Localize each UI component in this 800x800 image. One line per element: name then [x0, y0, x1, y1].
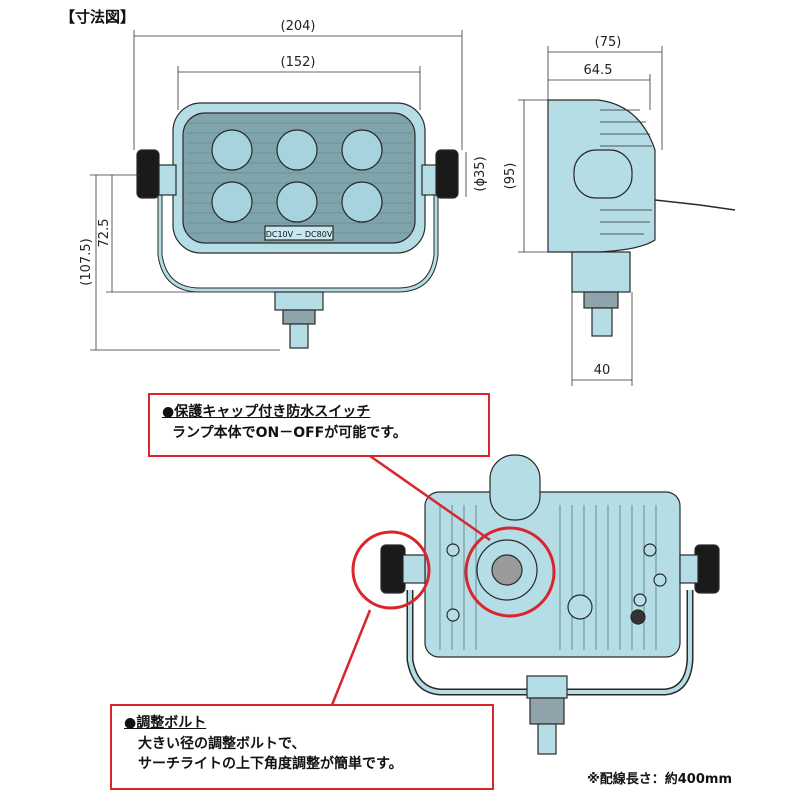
side-nut — [583, 291, 619, 309]
dim-width-overall: (204) — [281, 19, 316, 34]
mount-bolt — [289, 323, 309, 349]
led-lens — [211, 181, 253, 223]
indicator — [630, 609, 646, 625]
rear-bolt — [537, 723, 557, 755]
section-title: 【寸法図】 — [60, 8, 136, 26]
front-dimensions — [90, 30, 467, 351]
mount-nut — [282, 309, 316, 325]
mount-base — [274, 291, 324, 311]
screw — [446, 543, 460, 557]
rear-knob-stem-right — [679, 554, 699, 584]
rear-mount — [526, 675, 568, 699]
led-lens — [276, 129, 318, 171]
dim-height-overall: (107.5) — [79, 238, 94, 285]
dim-base-width: 40 — [594, 363, 611, 378]
screw — [643, 543, 657, 557]
rear-screws — [446, 543, 667, 622]
wiring-note: ※配線長さ：約400mm — [587, 772, 732, 787]
dim-side-height: (95) — [503, 163, 518, 190]
pointer-bolt — [328, 609, 372, 711]
switch-button — [491, 554, 523, 586]
switch-cap — [489, 454, 541, 521]
switch-highlight — [464, 526, 556, 618]
rear-knob-stem-left — [402, 554, 426, 584]
callout-switch-heading: ●保護キャップ付き防水スイッチ — [162, 404, 371, 420]
side-knob — [573, 149, 633, 199]
callout-bolt-line-1: 大きい径の調整ボルトで、 — [138, 736, 306, 752]
dim-side-depth-total: (75) — [595, 35, 622, 50]
led-lenses — [211, 129, 383, 223]
screw — [633, 593, 647, 607]
cable-gland — [567, 594, 593, 620]
dim-width-lens: (152) — [281, 55, 316, 70]
callout-switch-line: ランプ本体でON－OFFが可能です。 — [172, 425, 407, 441]
rear-fins — [439, 505, 657, 650]
side-view — [547, 99, 736, 337]
side-mount — [571, 251, 631, 293]
dim-height-mount: 72.5 — [97, 219, 112, 248]
callout-switch: ●保護キャップ付き防水スイッチ ランプ本体でON－OFFが可能です。 — [148, 393, 490, 457]
adjust-knob-left — [136, 149, 160, 199]
voltage-label: DC10V ~ DC80V — [266, 230, 333, 239]
side-dimensions — [518, 46, 663, 386]
led-lens — [211, 129, 253, 171]
led-lens — [341, 181, 383, 223]
rear-adjust-knob-left — [380, 544, 406, 594]
callout-bolt-heading: ●調整ボルト — [124, 715, 207, 731]
screw — [653, 573, 667, 587]
callout-bolt: ●調整ボルト 大きい径の調整ボルトで、 サーチライトの上下角度調整が簡単です。 — [110, 704, 494, 790]
callout-bolt-line-2: サーチライトの上下角度調整が簡単です。 — [138, 756, 403, 772]
pointer-switch — [369, 454, 491, 542]
side-fins — [600, 109, 652, 235]
led-lens — [341, 129, 383, 171]
bolt-highlight — [351, 530, 431, 610]
dim-knob-dia: (ϕ35) — [473, 156, 488, 191]
led-lens — [276, 181, 318, 223]
side-bolt — [591, 307, 613, 337]
dim-side-depth: 64.5 — [584, 63, 613, 78]
highlights — [328, 454, 556, 711]
voltage-label-plate — [264, 225, 334, 241]
rear-nut — [529, 697, 565, 725]
cable — [654, 199, 736, 211]
screw — [446, 608, 460, 622]
front-view — [136, 102, 459, 349]
adjust-knob-right — [435, 149, 459, 199]
